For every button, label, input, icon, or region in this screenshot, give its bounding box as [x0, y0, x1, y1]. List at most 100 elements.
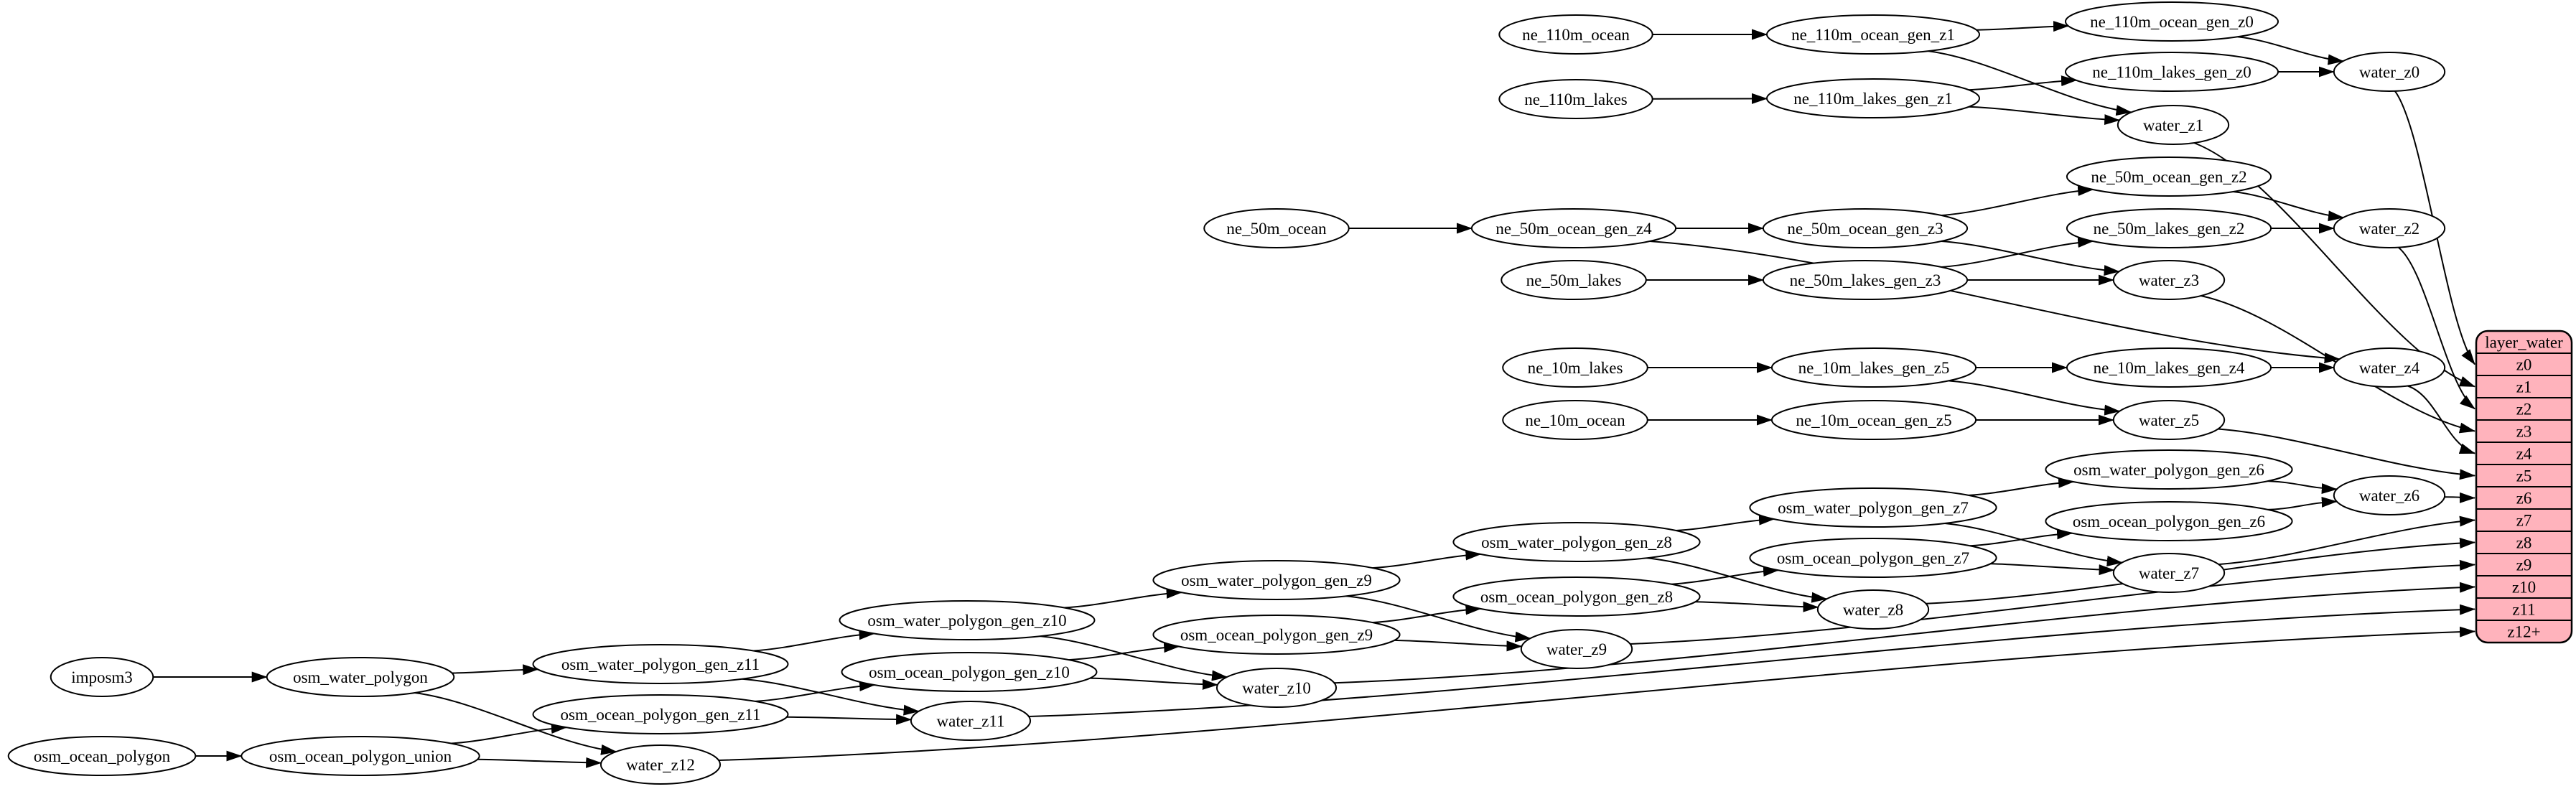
- node-label-osm_water_polygon_gen_z10: osm_water_polygon_gen_z10: [867, 612, 1066, 630]
- node-label-imposm3: imposm3: [71, 668, 133, 686]
- node-ellipse-osm_ocean_polygon_union: [241, 736, 480, 776]
- node-ellipse-ne_110m_lakes_gen_z1: [1766, 78, 1980, 118]
- edge-ne_110m_ocean_gen_z1-to-water_z1: [1928, 50, 2132, 116]
- node-ellipse-water_z0: [2333, 52, 2446, 92]
- graph-node-ne_50m_lakes_gen_z3: ne_50m_lakes_gen_z3: [1762, 260, 1969, 300]
- graph-node-ne_10m_lakes: ne_10m_lakes: [1502, 347, 1648, 388]
- node-label-osm_water_polygon_gen_z6: osm_water_polygon_gen_z6: [2073, 461, 2264, 479]
- node-ellipse-water_z6: [2333, 475, 2446, 515]
- node-ellipse-osm_water_polygon_gen_z7: [1749, 487, 1997, 528]
- edge-osm_ocean_polygon_gen_z10-to-osm_ocean_polygon_gen_z9: [1068, 642, 1180, 661]
- graph-node-osm_water_polygon: osm_water_polygon: [266, 657, 455, 697]
- graph-node-water_z7: water_z7: [2112, 553, 2226, 593]
- node-ellipse-ne_50m_ocean_gen_z4: [1470, 208, 1677, 248]
- edge-ne_50m_lakes_gen_z3-to-ne_50m_lakes_gen_z2: [1941, 237, 2094, 268]
- node-ellipse-ne_110m_lakes: [1498, 79, 1653, 119]
- edge-osm_water_polygon_gen_z9-to-osm_water_polygon_gen_z8: [1372, 549, 1482, 569]
- node-label-ne_110m_ocean: ne_110m_ocean: [1522, 26, 1630, 44]
- edge-osm_water_polygon_gen_z11-to-water_z11: [742, 678, 920, 716]
- node-label-osm_ocean_polygon_union: osm_ocean_polygon_union: [269, 747, 452, 765]
- node-ellipse-ne_10m_lakes_gen_z4: [2066, 347, 2272, 388]
- graph-node-ne_110m_lakes_gen_z0: ne_110m_lakes_gen_z0: [2065, 52, 2279, 92]
- node-label-ne_110m_ocean_gen_z1: ne_110m_ocean_gen_z1: [1791, 26, 1955, 44]
- node-label-osm_water_polygon: osm_water_polygon: [293, 668, 428, 686]
- node-label-ne_10m_ocean: ne_10m_ocean: [1525, 411, 1625, 429]
- graph-node-osm_water_polygon_gen_z7: osm_water_polygon_gen_z7: [1749, 487, 1997, 528]
- node-ellipse-ne_110m_ocean: [1498, 14, 1653, 55]
- node-ellipse-osm_water_polygon: [266, 657, 455, 697]
- edge-osm_water_polygon_gen_z7-to-osm_water_polygon_gen_z6: [1968, 477, 2075, 496]
- node-ellipse-ne_50m_lakes_gen_z3: [1762, 260, 1969, 300]
- layer-water-row-z11: z11: [2512, 601, 2535, 619]
- node-ellipse-osm_water_polygon_gen_z8: [1452, 522, 1701, 562]
- layer-water-row-z3: z3: [2516, 423, 2532, 441]
- graph-node-osm_ocean_polygon_gen_z7: osm_ocean_polygon_gen_z7: [1749, 538, 1997, 578]
- layer-water-row-z9: z9: [2516, 556, 2532, 574]
- node-label-ne_50m_ocean: ne_50m_ocean: [1226, 220, 1327, 238]
- edge-osm_ocean_polygon_gen_z11-to-water_z11: [786, 714, 913, 725]
- edge-water_z5-to-layer_water-z5: [2218, 428, 2475, 480]
- node-label-water_z3: water_z3: [2139, 271, 2199, 289]
- node-label-osm_water_polygon_gen_z9: osm_water_polygon_gen_z9: [1181, 571, 1372, 589]
- node-ellipse-osm_water_polygon_gen_z11: [532, 644, 789, 684]
- layer-water-table-title: layer_water: [2485, 334, 2563, 352]
- node-label-osm_ocean_polygon: osm_ocean_polygon: [34, 747, 171, 765]
- node-ellipse-ne_50m_ocean_gen_z3: [1762, 208, 1969, 248]
- node-label-ne_50m_lakes: ne_50m_lakes: [1526, 271, 1622, 289]
- node-ellipse-ne_110m_ocean_gen_z0: [2065, 1, 2279, 42]
- edge-water_z7-to-layer_water-z7: [2218, 515, 2475, 566]
- graph-node-osm_water_polygon_gen_z8: osm_water_polygon_gen_z8: [1452, 522, 1701, 562]
- node-label-osm_ocean_polygon_gen_z10: osm_ocean_polygon_gen_z10: [869, 663, 1070, 681]
- node-label-ne_110m_lakes_gen_z1: ne_110m_lakes_gen_z1: [1793, 90, 1952, 108]
- edge-osm_ocean_polygon_gen_z7-to-water_z7: [1990, 563, 2115, 576]
- node-label-ne_110m_lakes_gen_z0: ne_110m_lakes_gen_z0: [2092, 63, 2251, 81]
- edge-ne_50m_ocean_gen_z4-to-water_z4: [1649, 241, 2341, 364]
- graph-node-ne_110m_lakes: ne_110m_lakes: [1498, 79, 1653, 119]
- graph-node-osm_water_polygon_gen_z6: osm_water_polygon_gen_z6: [2045, 449, 2293, 490]
- layer-water-row-z5: z5: [2516, 467, 2532, 485]
- node-ellipse-ne_10m_lakes_gen_z5: [1770, 347, 1977, 388]
- node-label-osm_water_polygon_gen_z7: osm_water_polygon_gen_z7: [1778, 499, 1969, 517]
- node-ellipse-water_z2: [2333, 208, 2446, 248]
- edge-ne_110m_ocean_gen_z1-to-ne_110m_ocean_gen_z0: [1976, 21, 2069, 32]
- edge-ne_110m_lakes_gen_z1-to-ne_110m_lakes_gen_z0: [1968, 75, 2077, 91]
- layer-water-row-z7: z7: [2516, 512, 2532, 530]
- layer-water-row-z1: z1: [2516, 378, 2532, 396]
- edge-osm_ocean_polygon_gen_z8-to-osm_ocean_polygon_gen_z7: [1671, 566, 1779, 585]
- edge-osm_water_polygon_gen_z11-to-osm_water_polygon_gen_z10: [753, 629, 875, 652]
- node-ellipse-osm_ocean_polygon_gen_z9: [1152, 615, 1401, 655]
- layer-water-row-z4: z4: [2516, 445, 2532, 463]
- node-ellipse-imposm3: [50, 657, 154, 697]
- node-ellipse-osm_ocean_polygon: [7, 736, 197, 776]
- graph-node-water_z6: water_z6: [2333, 475, 2446, 515]
- node-label-water_z11: water_z11: [937, 712, 1005, 730]
- node-label-water_z7: water_z7: [2139, 564, 2199, 582]
- graph-node-ne_10m_ocean: ne_10m_ocean: [1502, 400, 1648, 440]
- node-ellipse-osm_ocean_polygon_gen_z7: [1749, 538, 1997, 578]
- node-ellipse-ne_10m_lakes: [1502, 347, 1648, 388]
- node-label-ne_50m_ocean_gen_z4: ne_50m_ocean_gen_z4: [1495, 220, 1652, 238]
- graph-node-osm_ocean_polygon_gen_z10: osm_ocean_polygon_gen_z10: [841, 652, 1098, 692]
- graph-node-osm_ocean_polygon_gen_z11: osm_ocean_polygon_gen_z11: [532, 694, 789, 734]
- graph-node-osm_ocean_polygon: osm_ocean_polygon: [7, 736, 197, 776]
- node-label-ne_110m_ocean_gen_z0: ne_110m_ocean_gen_z0: [2090, 13, 2254, 31]
- graph-node-osm_ocean_polygon_gen_z6: osm_ocean_polygon_gen_z6: [2045, 501, 2293, 541]
- layer-water-row-z8: z8: [2516, 534, 2532, 552]
- graph-node-ne_50m_lakes_gen_z2: ne_50m_lakes_gen_z2: [2066, 208, 2272, 248]
- node-label-ne_110m_lakes: ne_110m_lakes: [1524, 90, 1628, 108]
- node-ellipse-water_z11: [910, 701, 1032, 741]
- node-label-water_z6: water_z6: [2359, 487, 2419, 505]
- graph-node-water_z2: water_z2: [2333, 208, 2446, 248]
- edge-water_z11-to-layer_water-z11: [1028, 604, 2475, 717]
- node-label-water_z4: water_z4: [2359, 359, 2420, 377]
- node-label-water_z5: water_z5: [2139, 411, 2199, 429]
- graph-node-water_z11: water_z11: [910, 701, 1032, 741]
- node-ellipse-water_z12: [599, 744, 722, 785]
- graph-node-osm_ocean_polygon_gen_z8: osm_ocean_polygon_gen_z8: [1452, 576, 1701, 617]
- edge-ne_50m_ocean_gen_z3-to-ne_50m_ocean_gen_z2: [1941, 185, 2094, 216]
- node-label-ne_10m_ocean_gen_z5: ne_10m_ocean_gen_z5: [1796, 411, 1951, 429]
- node-ellipse-water_z3: [2112, 260, 2226, 300]
- node-label-osm_ocean_polygon_gen_z6: osm_ocean_polygon_gen_z6: [2073, 513, 2265, 531]
- graph-node-water_z3: water_z3: [2112, 260, 2226, 300]
- layer-water-row-z6: z6: [2516, 490, 2532, 508]
